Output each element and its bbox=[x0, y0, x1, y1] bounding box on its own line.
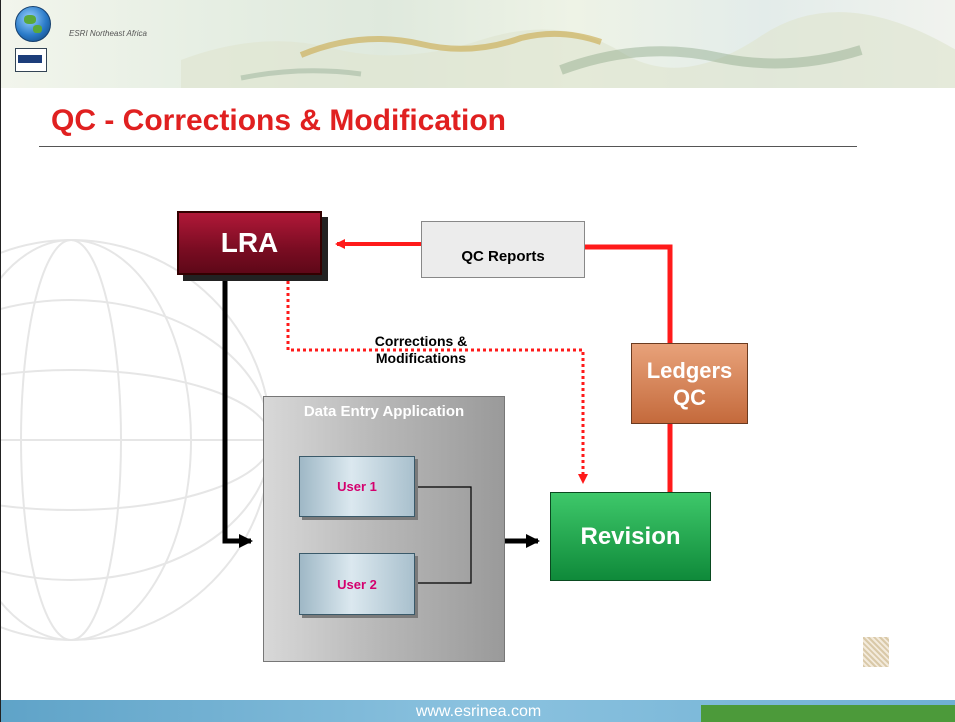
corrections-label-line2: Modifications bbox=[375, 350, 467, 366]
corrections-label-line1: Corrections & bbox=[374, 333, 468, 349]
footer-accent-stripe bbox=[701, 705, 955, 722]
footer-url: www.esrinea.com bbox=[415, 703, 542, 720]
data-entry-application-label: Data Entry Application bbox=[303, 403, 465, 420]
header-tagline: ESRI Northeast Africa bbox=[69, 29, 147, 38]
logo-badge-icon bbox=[15, 48, 47, 72]
slide-title: QC - Corrections & Modification bbox=[51, 104, 507, 137]
title-divider bbox=[39, 146, 857, 147]
data-entry-application-box bbox=[263, 396, 505, 662]
revision-box: Revision bbox=[550, 492, 711, 581]
lra-to-data-entry-arrow bbox=[222, 275, 253, 548]
qc-reports-box: QC Reports bbox=[421, 221, 585, 278]
terrain-banner-image bbox=[181, 12, 955, 88]
corrections-modifications-label: Corrections & Modifications bbox=[346, 333, 496, 367]
ledgers-to-qc-reports-connector bbox=[585, 244, 673, 343]
user-2-box: User 2 bbox=[299, 553, 415, 615]
esri-globe-logo-icon bbox=[15, 6, 51, 42]
ledgers-qc-box: Ledgers QC bbox=[631, 343, 748, 424]
ledgers-qc-label-line1: Ledgers bbox=[646, 357, 733, 383]
users-bracket-connector bbox=[415, 486, 472, 584]
corrections-dotted-arrow bbox=[286, 275, 588, 484]
corner-pattern-decoration bbox=[863, 637, 889, 667]
user-1-box: User 1 bbox=[299, 456, 415, 517]
ledgers-qc-label-line2: QC bbox=[673, 384, 706, 410]
header-banner: ESRI Northeast Africa bbox=[1, 0, 955, 88]
lra-box: LRA bbox=[177, 211, 322, 275]
